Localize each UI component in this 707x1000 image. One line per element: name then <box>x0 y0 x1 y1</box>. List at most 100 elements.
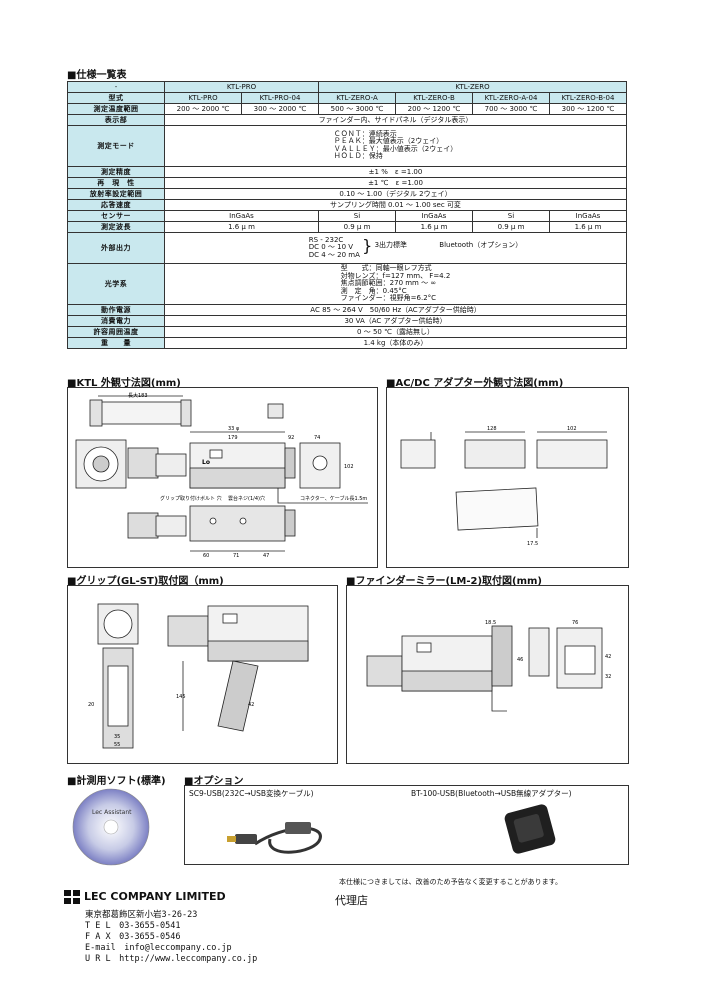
mode-line: ＰＥＡＫ：最大値表示（2ウェイ） <box>333 137 444 146</box>
output-line: DC 0 ～ 10 V <box>308 243 354 251</box>
table-cell: KTL-ZERO-B <box>395 92 473 104</box>
dim-label: 128 <box>487 426 497 432</box>
table-cell: KTL-PRO <box>164 81 319 93</box>
table-row: - KTL-PRO KTL-ZERO <box>67 81 627 93</box>
address: 東京都葛飾区新小岩3-26-23 <box>85 910 198 920</box>
table-cell: AC 85 ～ 264 V 50/60 Hz（ACアダプター供給時） <box>164 304 627 316</box>
row-label: 再 現 性 <box>67 177 165 189</box>
adapter-drawing: 128 102 17.5 <box>400 426 608 547</box>
table-cell: 1.6 μ m <box>395 221 473 233</box>
options-title: ■オプション <box>184 776 244 787</box>
ktl-drawing: 長大183 33 φ 179 92 74 102 Lo 60 71 47 グリッ… <box>75 392 368 559</box>
dim-label: 76 <box>572 620 578 626</box>
table-cell: ＣＯＮＴ：連続表示 ＰＥＡＫ：最大値表示（2ウェイ） ＶＡＬＬＥＹ：最小値表示（… <box>164 125 627 167</box>
dim-label: 42 <box>248 702 254 708</box>
url-link[interactable]: U R L http://www.leccompany.co.jp <box>85 954 258 964</box>
table-cell: ±1 % ε =1.00 <box>164 166 627 178</box>
row-label: 表示部 <box>67 114 165 126</box>
dim-label: 長大183 <box>128 392 148 399</box>
spec-table: - KTL-PRO KTL-ZERO 型式 KTL-PRO KTL-PRO-04… <box>67 81 627 349</box>
table-cell: KTL-ZERO-A <box>318 92 396 104</box>
contact-block: 東京都葛飾区新小岩3-26-23 T E L 03-3655-0541 F A … <box>85 910 257 965</box>
dim-label: 102 <box>344 464 354 470</box>
display-readout: Lo <box>202 459 210 466</box>
table-cell: - <box>67 81 165 93</box>
optics-line: 測 定 角：0.45°C <box>340 286 407 295</box>
brace: } <box>362 235 373 255</box>
table-row: 測定波長 1.6 μ m 0.9 μ m 1.6 μ m 0.9 μ m 1.6… <box>67 221 627 233</box>
table-row: 測定温度範囲 200 ～ 2000 ℃ 300 ～ 2000 ℃ 500 ～ 3… <box>67 103 627 115</box>
adapter-drawing-box: 128 102 17.5 <box>386 387 629 568</box>
fax: F A X 03-3655-0546 <box>85 932 181 942</box>
table-row: 測定モード ＣＯＮＴ：連続表示 ＰＥＡＫ：最大値表示（2ウェイ） ＶＡＬＬＥＹ：… <box>67 125 627 167</box>
row-label: 消費電力 <box>67 315 165 327</box>
table-row: 外部出力 RS - 232C DC 0 ～ 10 V DC 4 ～ 20 mA … <box>67 232 627 264</box>
ktl-drawing-box: 長大183 33 φ 179 92 74 102 Lo 60 71 47 グリッ… <box>67 387 378 568</box>
table-cell: ±1 ℃ ε =1.00 <box>164 177 627 189</box>
company-name: LEC COMPANY LIMITED <box>84 890 226 903</box>
row-label: 重 量 <box>67 337 165 349</box>
tripod-label: 雲台ネジ(1/4)穴 <box>228 495 265 502</box>
optics-line: 対物レンズ：f=127 mm、 F=4.2 <box>340 271 451 280</box>
dim-label: 35 <box>114 734 120 740</box>
row-label: 動作電源 <box>67 304 165 316</box>
table-cell: 1.6 μ m <box>164 221 319 233</box>
table-row: 消費電力 30 VA（AC アダプター供給時） <box>67 315 627 327</box>
option-cable-label: SC9-USB(232C→USB変換ケーブル) <box>189 789 314 798</box>
optics-line: 型 式：同軸一眼レフ方式 <box>340 264 432 272</box>
mode-line: ＶＡＬＬＥＹ：最小値表示（2ウェイ） <box>333 144 458 153</box>
grip-drawing: 145 42 55 35 20 <box>88 603 309 749</box>
table-cell: 200 ～ 2000 ℃ <box>164 103 242 115</box>
ktl-dims-title: ■KTL 外観寸法図(mm) <box>67 378 181 389</box>
adapter-dims-title: ■AC/DC アダプター外観寸法図(mm) <box>386 378 564 389</box>
row-label: センサー <box>67 210 165 222</box>
row-label: 放射率設定範囲 <box>67 188 165 200</box>
mode-line: ＣＯＮＴ：連続表示 <box>333 129 397 138</box>
dim-label: 55 <box>114 742 120 748</box>
table-cell: 30 VA（AC アダプター供給時） <box>164 315 627 327</box>
table-cell: 0.9 μ m <box>472 221 550 233</box>
mode-line: ＨＯＬＤ：保持 <box>333 152 383 161</box>
finder-drawing-box: 18.5 46 76 42 32 <box>346 585 629 764</box>
bluetooth-adapter-image <box>504 804 556 854</box>
table-row: 動作電源 AC 85 ～ 264 V 50/60 Hz（ACアダプター供給時） <box>67 304 627 316</box>
dim-label: 18.5 <box>485 620 496 626</box>
table-cell: 0.9 μ m <box>318 221 396 233</box>
dim-label: 74 <box>314 435 320 441</box>
table-cell: 型 式：同軸一眼レフ方式 対物レンズ：f=127 mm、 F=4.2 焦点調節範… <box>164 263 627 305</box>
email-link[interactable]: E-mail info@leccompany.co.jp <box>85 943 232 953</box>
connector-label: コネクター、ケーブル長1.5m <box>300 495 367 502</box>
option-adapter-label: BT-100-USB(Bluetooth→USB無線アダプター) <box>411 789 572 798</box>
table-row: 放射率設定範囲 0.10 ～ 1.00（デジタル 2ウェイ） <box>67 188 627 200</box>
optics-list: 型 式：同軸一眼レフ方式 対物レンズ：f=127 mm、 F=4.2 焦点調節範… <box>341 265 451 303</box>
output-list: RS - 232C DC 0 ～ 10 V DC 4 ～ 20 mA <box>308 236 360 260</box>
table-cell: 0 ～ 50 ℃（露結無し） <box>164 326 627 338</box>
row-label: 測定波長 <box>67 221 165 233</box>
row-label: 応答速度 <box>67 199 165 211</box>
table-row: 表示部 ファインダー内、サイドパネル（デジタル表示） <box>67 114 627 126</box>
table-cell: KTL-PRO-04 <box>241 92 319 104</box>
options-box: SC9-USB(232C→USB変換ケーブル) BT-100-USB(Bluet… <box>184 785 629 865</box>
dim-label: 179 <box>228 435 238 441</box>
row-label: 測定温度範囲 <box>67 103 165 115</box>
output-std: 3出力標準 <box>374 240 408 249</box>
table-cell: 200 ～ 1200 ℃ <box>395 103 473 115</box>
table-row: 重 量 1.4 kg（本体のみ） <box>67 337 627 349</box>
table-cell: 300 ～ 1200 ℃ <box>549 103 627 115</box>
dim-label: 33 φ <box>228 426 240 432</box>
optics-line: 焦点調節範囲：270 mm ～ ∞ <box>340 279 437 287</box>
finder-title: ■ファインダーミラー(LM-2)取付図(mm) <box>346 576 543 587</box>
table-row: 型式 KTL-PRO KTL-PRO-04 KTL-ZERO-A KTL-ZER… <box>67 92 627 104</box>
grip-screw-label: グリップ取り付けボルト 穴 <box>160 495 222 502</box>
table-cell: RS - 232C DC 0 ～ 10 V DC 4 ～ 20 mA } 3出力… <box>164 232 627 264</box>
dim-label: 42 <box>605 654 611 660</box>
agent-label: 代理店 <box>335 894 368 907</box>
spec-title: ■仕様一覧表 <box>67 70 127 81</box>
cd-label: Lec Assistant <box>92 809 132 816</box>
table-cell: 1.4 kg（本体のみ） <box>164 337 627 349</box>
output-bt: Bluetooth（オプション） <box>439 240 523 249</box>
table-cell: InGaAs <box>164 210 319 222</box>
finder-drawing: 18.5 46 76 42 32 <box>366 620 611 712</box>
table-row: 許容周囲温度 0 ～ 50 ℃（露結無し） <box>67 326 627 338</box>
software-cd-image: Lec Assistant <box>70 786 152 868</box>
